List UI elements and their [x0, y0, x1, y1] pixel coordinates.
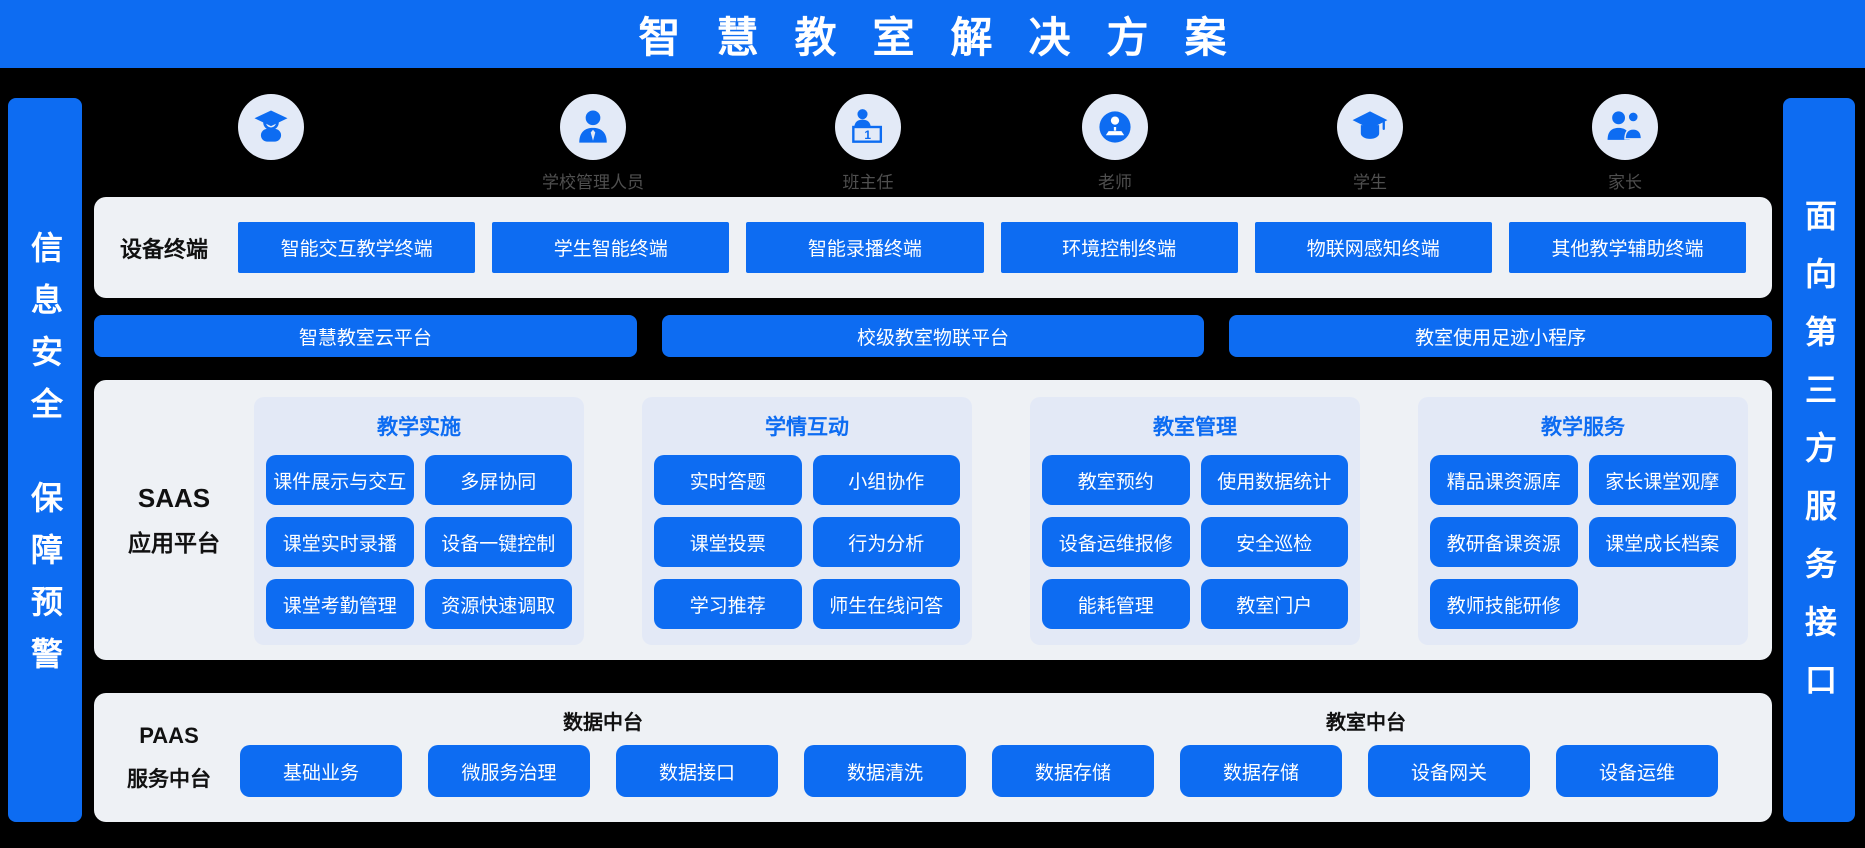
- parents-icon: [1592, 94, 1658, 160]
- saas-item-teacher-skill-training[interactable]: 教师技能研修: [1430, 579, 1578, 629]
- saas-item-classroom-booking[interactable]: 教室预约: [1042, 455, 1190, 505]
- student-icon: [1337, 94, 1403, 160]
- device-item-environment-control-terminal[interactable]: 环境控制终端: [1000, 222, 1238, 273]
- saas-label-line1: SAAS: [137, 482, 211, 513]
- saas-item-group-collaboration[interactable]: 小组协作: [812, 455, 960, 505]
- saas-item-growth-archive[interactable]: 课堂成长档案: [1588, 517, 1736, 567]
- head-teacher-icon: 1: [835, 94, 901, 160]
- paas-group-title-classroom-middle-platform: 教室中台: [1326, 712, 1406, 734]
- role-graduate: [191, 94, 351, 168]
- paas-item-data-storage-1[interactable]: 数据存储: [992, 745, 1154, 797]
- paas-item-basic-business[interactable]: 基础业务: [240, 745, 402, 797]
- title-banner: 智慧教室解决方案: [0, 0, 1865, 68]
- saas-item-maintenance-repair[interactable]: 设备运维报修: [1042, 517, 1190, 567]
- saas-item-one-key-device-control[interactable]: 设备一键控制: [424, 517, 572, 567]
- paas-label-line1: PAAS: [139, 722, 199, 748]
- paas-item-data-cleaning[interactable]: 数据清洗: [804, 745, 966, 797]
- saas-item-classroom-portal[interactable]: 教室门户: [1200, 579, 1348, 629]
- role-student: 学生: [1290, 94, 1450, 193]
- paas-panel: PAAS 服务中台 数据中台 教室中台 基础业务 微服务治理 数据接口 数据清洗…: [94, 693, 1772, 822]
- graduate-icon: [238, 94, 304, 160]
- saas-column-title: 学情互动: [765, 416, 849, 439]
- saas-item-online-qa[interactable]: 师生在线问答: [812, 579, 960, 629]
- role-teacher: 老师: [1035, 94, 1195, 193]
- paas-items: 基础业务 微服务治理 数据接口 数据清洗 数据存储 数据存储 设备网关 设备运维: [240, 745, 1718, 797]
- saas-column-title: 教学服务: [1541, 416, 1625, 439]
- device-item-other-auxiliary-terminal[interactable]: 其他教学辅助终端: [1508, 222, 1747, 273]
- saas-item-class-voting[interactable]: 课堂投票: [654, 517, 802, 567]
- paas-item-device-gateway[interactable]: 设备网关: [1368, 745, 1530, 797]
- saas-panel-label: SAAS 应用平台: [94, 380, 254, 660]
- saas-item-parent-class-observation[interactable]: 家长课堂观摩: [1588, 455, 1736, 505]
- page-title: 智慧教室解决方案: [638, 13, 1263, 61]
- saas-item-safety-inspection[interactable]: 安全巡检: [1200, 517, 1348, 567]
- paas-label-line2: 服务中台: [127, 767, 211, 791]
- saas-item-learning-recommendation[interactable]: 学习推荐: [654, 579, 802, 629]
- saas-column-title: 教学实施: [377, 416, 461, 439]
- saas-item-courseware-display[interactable]: 课件展示与交互: [266, 455, 414, 505]
- sidebar-text-info-security: 信息安全: [27, 231, 63, 439]
- svg-text:1: 1: [864, 128, 871, 142]
- paas-item-data-storage-2[interactable]: 数据存储: [1180, 745, 1342, 797]
- role-label: 老师: [1098, 173, 1132, 192]
- device-item-student-terminal[interactable]: 学生智能终端: [492, 222, 730, 273]
- device-panel-label: 设备终端: [120, 236, 209, 262]
- saas-column-teaching-implementation: 教学实施 课件展示与交互 多屏协同 课堂实时录播 设备一键控制 课堂考勤管理 资…: [254, 397, 584, 645]
- saas-column-classroom-management: 教室管理 教室预约 使用数据统计 设备运维报修 安全巡检 能耗管理 教室门户: [1030, 397, 1360, 645]
- role-label: 学生: [1353, 173, 1387, 192]
- info-security-sidebar: 信息安全 保障预警: [8, 98, 82, 822]
- role-label: 学校管理人员: [542, 173, 644, 192]
- paas-panel-label: PAAS 服务中台: [114, 693, 224, 822]
- saas-item-attendance-management[interactable]: 课堂考勤管理: [266, 579, 414, 629]
- device-item-recording-terminal[interactable]: 智能录播终端: [746, 222, 984, 273]
- saas-item-energy-management[interactable]: 能耗管理: [1042, 579, 1190, 629]
- role-school-admin: 学校管理人员: [513, 94, 673, 193]
- saas-item-multiscreen-sync[interactable]: 多屏协同: [424, 455, 572, 505]
- role-parents: 家长: [1545, 94, 1705, 193]
- saas-item-premium-course-library[interactable]: 精品课资源库: [1430, 455, 1578, 505]
- device-item-iot-sensing-terminal[interactable]: 物联网感知终端: [1254, 222, 1492, 273]
- saas-panel: SAAS 应用平台 教学实施 课件展示与交互 多屏协同 课堂实时录播 设备一键控…: [94, 380, 1772, 660]
- saas-columns: 教学实施 课件展示与交互 多屏协同 课堂实时录播 设备一键控制 课堂考勤管理 资…: [254, 397, 1748, 645]
- sidebar-text-guarantee-warning: 保障预警: [27, 481, 63, 689]
- role-label: 班主任: [842, 173, 894, 192]
- third-party-service-sidebar: 面向第三方服务接口: [1783, 98, 1855, 822]
- school-admin-icon: [560, 94, 626, 160]
- platform-school-iot-platform[interactable]: 校级教室物联平台: [661, 315, 1205, 357]
- role-label: 家长: [1608, 173, 1642, 192]
- saas-label-line2: 应用平台: [128, 529, 220, 556]
- saas-item-usage-statistics[interactable]: 使用数据统计: [1200, 455, 1348, 505]
- saas-item-realtime-quiz[interactable]: 实时答题: [654, 455, 802, 505]
- device-terminal-panel: 设备终端 智能交互教学终端 学生智能终端 智能录播终端 环境控制终端 物联网感知…: [94, 197, 1772, 298]
- device-item-interactive-teaching-terminal[interactable]: 智能交互教学终端: [238, 222, 476, 273]
- saas-item-lesson-prep-resources[interactable]: 教研备课资源: [1430, 517, 1578, 567]
- paas-item-microservice-governance[interactable]: 微服务治理: [428, 745, 590, 797]
- saas-item-behavior-analysis[interactable]: 行为分析: [812, 517, 960, 567]
- device-items: 智能交互教学终端 学生智能终端 智能录播终端 环境控制终端 物联网感知终端 其他…: [238, 222, 1747, 273]
- saas-column-learning-interaction: 学情互动 实时答题 小组协作 课堂投票 行为分析 学习推荐 师生在线问答: [642, 397, 972, 645]
- saas-item-realtime-recording[interactable]: 课堂实时录播: [266, 517, 414, 567]
- saas-column-title: 教室管理: [1153, 416, 1237, 439]
- sidebar-text-third-party: 面向第三方服务接口: [1801, 199, 1837, 721]
- platform-row: 智慧教室云平台 校级教室物联平台 教室使用足迹小程序: [94, 315, 1773, 357]
- saas-item-quick-resource-access[interactable]: 资源快速调取: [424, 579, 572, 629]
- paas-item-device-operation[interactable]: 设备运维: [1556, 745, 1718, 797]
- role-head-teacher: 1 班主任: [788, 94, 948, 193]
- paas-group-title-data-middle-platform: 数据中台: [563, 712, 643, 734]
- platform-footprint-miniprogram[interactable]: 教室使用足迹小程序: [1229, 315, 1773, 357]
- platform-cloud-platform[interactable]: 智慧教室云平台: [94, 315, 637, 357]
- teacher-icon: [1082, 94, 1148, 160]
- saas-column-teaching-service: 教学服务 精品课资源库 家长课堂观摩 教研备课资源 课堂成长档案 教师技能研修: [1418, 397, 1748, 645]
- paas-item-data-interface[interactable]: 数据接口: [616, 745, 778, 797]
